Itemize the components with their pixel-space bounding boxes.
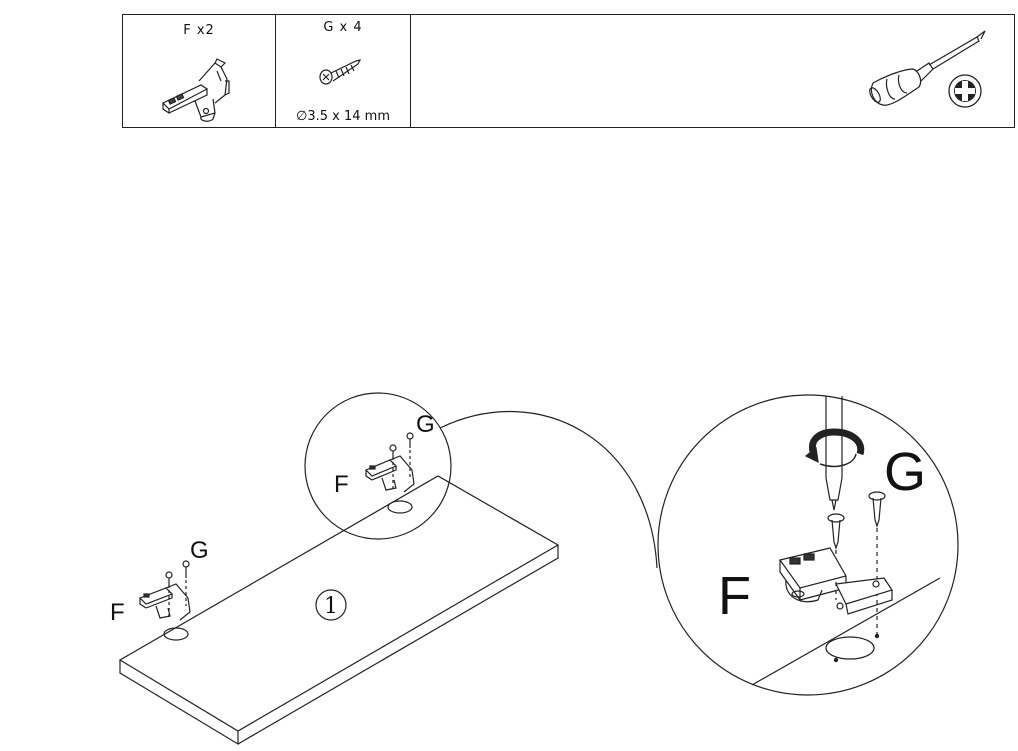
overview-hinge-label-bottom: F (110, 599, 125, 626)
screws-overview-top (389, 432, 414, 490)
hinge-overview-top (364, 455, 415, 493)
screw-count-label: G x 4 (323, 20, 363, 35)
overview-screw-label-bottom: G (190, 537, 209, 564)
detail-cup-hole (825, 636, 875, 660)
detail-hinge-label: F (718, 566, 751, 626)
screw-dimensions: 3.5 x 14 mm (307, 109, 390, 124)
detail-hinge (778, 547, 893, 615)
hinge-count-label: F x2 (183, 23, 215, 38)
screws-overview-bottom (165, 560, 190, 618)
connector-arc (439, 411, 658, 569)
hinge-part-cell: F x2 (123, 15, 276, 127)
screw-part-cell: G x 4 ∅3.5 x 14 mm (276, 15, 411, 127)
phillips-tip-icon (948, 74, 982, 108)
panel-board (118, 475, 560, 732)
hinge-cup-hole (387, 500, 413, 514)
zoom-circle-detail (657, 394, 959, 696)
detail-screw-label: G (884, 442, 926, 502)
step-number-circle (315, 589, 347, 621)
step-number: 1 (324, 594, 338, 619)
screw-size-label: ∅3.5 x 14 mm (276, 109, 410, 124)
hinge-icon (161, 58, 230, 122)
hinge-overview-bottom (138, 583, 191, 621)
overview-screw-label-top: G (416, 411, 435, 438)
tool-cell (411, 15, 1014, 127)
zoom-circle-overview (304, 392, 452, 540)
overview-hinge-label-top: F (334, 471, 349, 498)
screw-icon (319, 59, 362, 85)
detail-screwdriver (804, 396, 865, 511)
parts-table: F x2 G x 4 (122, 14, 1015, 128)
phillips-screwdriver-icon (869, 30, 986, 106)
hinge-cup-hole (163, 627, 189, 641)
diameter-symbol: ∅ (296, 109, 308, 124)
